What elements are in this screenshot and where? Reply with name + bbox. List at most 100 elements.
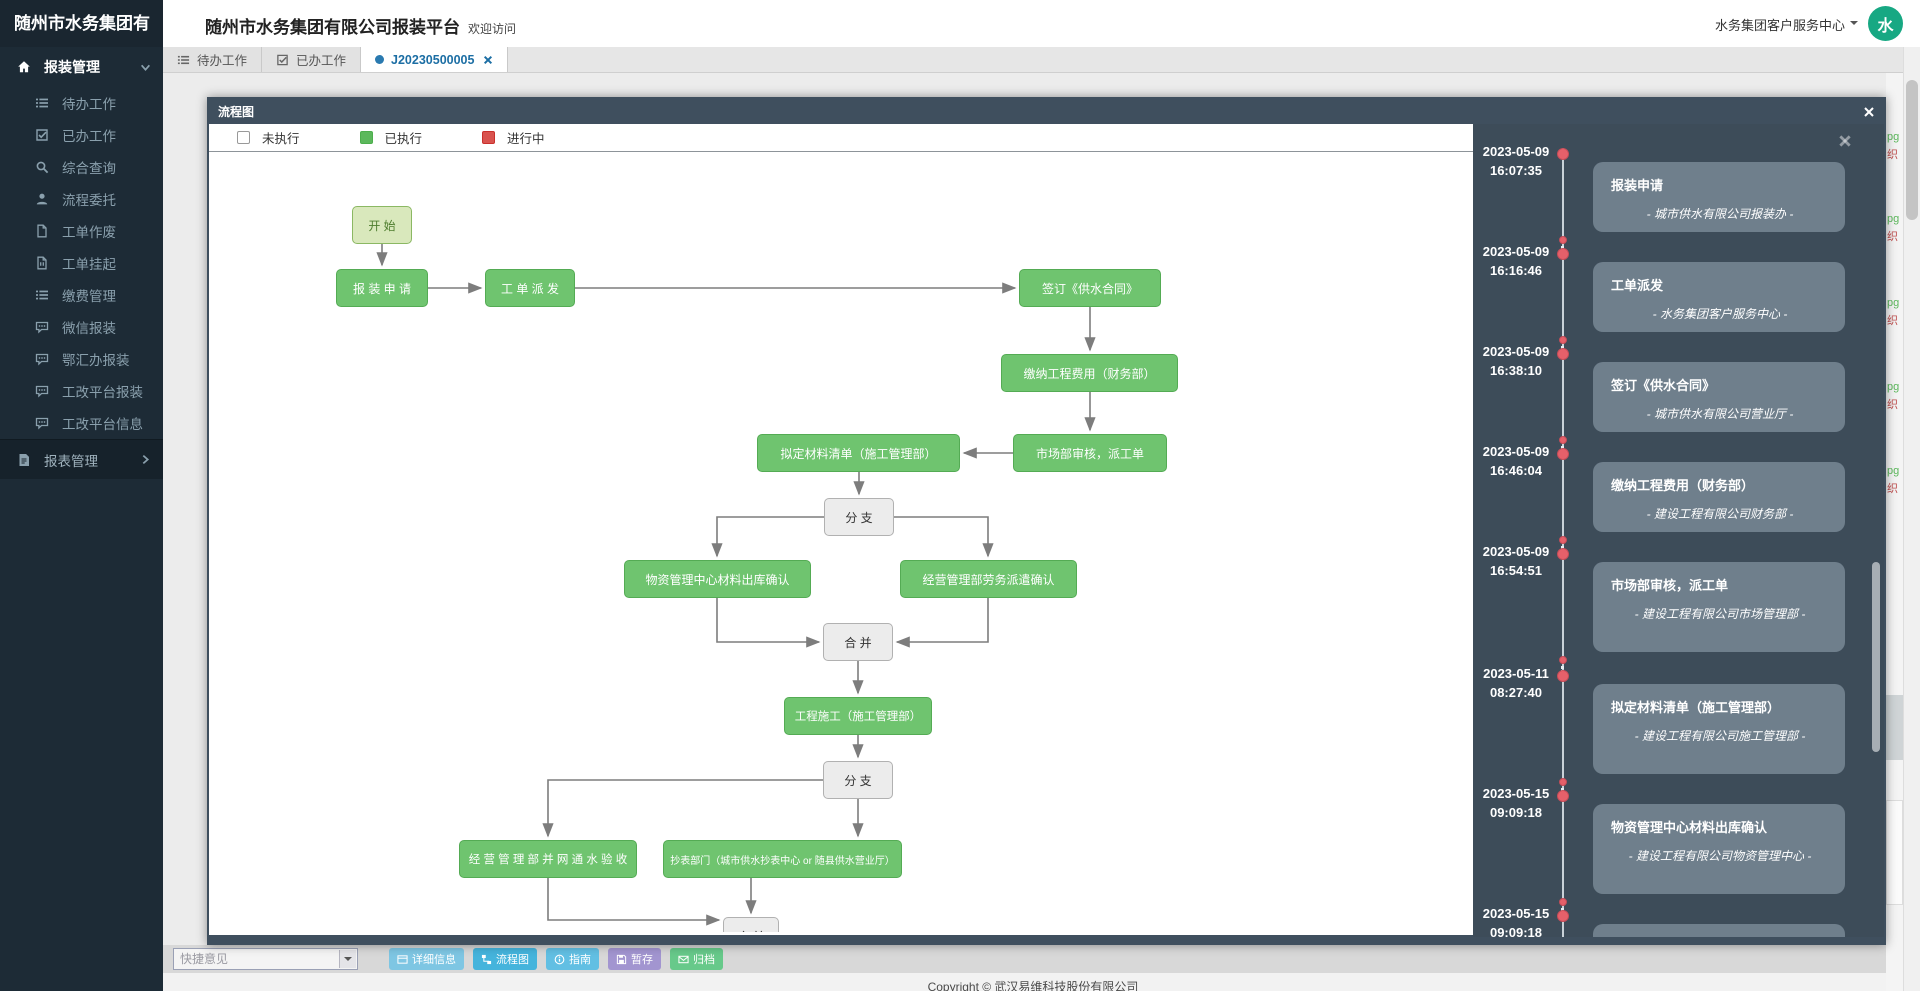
timeline-card: 经营管理部劳务派遣确认 — [1593, 924, 1845, 937]
timeline-minidot-icon — [1559, 236, 1567, 244]
sidebar-item-payment-management[interactable]: 缴费管理 — [0, 279, 163, 311]
welcome-text: 欢迎访问 — [468, 22, 517, 36]
timeline-date: 2023-05-09 — [1482, 244, 1550, 259]
timeline-minidot-icon — [1559, 336, 1567, 344]
timeline-card-title: 缴纳工程费用（财务部） — [1611, 478, 1755, 493]
sidebar-item-label: 待办工作 — [62, 97, 116, 112]
background-text-fragment: pg — [1887, 381, 1900, 393]
modal-title: 流程图 — [218, 105, 255, 119]
timeline-dot-icon — [1557, 448, 1569, 460]
timeline-card-dept: - 建设工程有限公司施工管理部 - — [1634, 729, 1806, 743]
timeline-date: 2023-05-09 — [1482, 344, 1550, 359]
sidebar-item-todo-work[interactable]: 待办工作 — [0, 87, 163, 119]
close-icon[interactable] — [1863, 106, 1875, 118]
sidebar-item-label: 已办工作 — [62, 129, 116, 144]
timeline-time: 09:09:18 — [1489, 925, 1543, 937]
flow-edge — [542, 779, 823, 838]
detail-info-button[interactable]: 详细信息 — [389, 948, 464, 970]
flow-node-install-apply: 报 装 申 请 — [336, 269, 428, 307]
sidebar-item-process-delegation[interactable]: 流程委托 — [0, 183, 163, 215]
vertical-scrollbar[interactable] — [1903, 47, 1920, 991]
timeline-card-title: 市场部审核，派工单 — [1611, 578, 1729, 593]
flow-node-labor-dispatch: 经营管理部劳务派遣确认 — [900, 560, 1077, 598]
background-block — [1886, 800, 1903, 905]
legend-label: 已执行 — [384, 132, 423, 146]
scrollbar-thumb[interactable] — [1906, 80, 1918, 220]
sidebar-item-report-management[interactable]: 报表管理 — [0, 439, 163, 479]
quick-opinion-select[interactable]: 快捷意见 — [173, 948, 358, 970]
mail-icon — [678, 954, 689, 965]
app-title: 随州市水务集团有限公司报装平台 — [205, 18, 460, 37]
timeline-card-dept: - 水务集团客户服务中心 - — [1652, 307, 1788, 321]
flow-node-market-review: 市场部审核，派工单 — [1013, 434, 1167, 472]
top-header: 随州市水务集团有限公司报装平台欢迎访问 水务集团客户服务中心 水 — [163, 0, 1920, 47]
avatar[interactable]: 水 — [1868, 6, 1903, 41]
timeline-card-dept: - 建设工程有限公司市场管理部 - — [1634, 607, 1806, 621]
comment-icon — [34, 383, 50, 399]
sidebar-item-label: 工改平台信息 — [62, 417, 143, 432]
copyright-footer: Copyright © 武汉易维科技股份有限公司 — [163, 973, 1903, 991]
timeline-card: 市场部审核，派工单 - 建设工程有限公司市场管理部 - — [1593, 562, 1845, 652]
tab-done-work[interactable]: 已办工作 — [262, 47, 362, 72]
modal-header: 流程图 — [209, 99, 1884, 124]
flow-diagram: 开 始报 装 申 请工 单 派 发签订《供水合同》缴纳工程费用（财务部）市场部审… — [209, 152, 1473, 932]
timeline-date: 2023-05-09 — [1482, 544, 1550, 559]
sidebar-item-wechat-install[interactable]: 微信报装 — [0, 311, 163, 343]
tab-order-j20230500005[interactable]: J20230500005 — [361, 47, 509, 72]
timeline-date: 2023-05-15 — [1482, 786, 1550, 801]
sidebar-item-done-work[interactable]: 已办工作 — [0, 119, 163, 151]
sidebar-item-label: 流程委托 — [62, 193, 116, 208]
timeline-card-dept: - 城市供水有限公司报装办 - — [1646, 207, 1794, 221]
chevron-down-icon — [1850, 21, 1858, 29]
sidebar-item-label: 缴费管理 — [62, 289, 116, 304]
timeline-card-title: 工单派发 — [1611, 278, 1664, 293]
sidebar-item-reform-platform-install[interactable]: 工改平台报装 — [0, 375, 163, 407]
active-dot-icon — [375, 55, 385, 64]
timeline-scrollbar-thumb[interactable] — [1872, 562, 1880, 752]
legend-label: 进行中 — [507, 132, 545, 146]
tab-label: 待办工作 — [197, 54, 248, 68]
sidebar-group-install-management[interactable]: 报装管理 — [0, 47, 163, 87]
sidebar-item-order-void[interactable]: 工单作废 — [0, 215, 163, 247]
timeline-time: 09:09:18 — [1489, 805, 1543, 820]
button-label: 暂存 — [631, 954, 653, 966]
brand-title: 随州市水务集团有 — [0, 0, 163, 47]
timeline-minidot-icon — [1559, 898, 1567, 906]
save-icon — [616, 954, 627, 965]
flow-node-merge-2: 合 并 — [723, 917, 779, 932]
guide-button[interactable]: 指南 — [546, 948, 599, 970]
flow-chart-button[interactable]: 流程图 — [473, 948, 537, 970]
timeline-time: 16:07:35 — [1489, 163, 1543, 178]
tab-close-icon[interactable] — [483, 55, 493, 65]
sidebar-item-comprehensive-query[interactable]: 综合查询 — [0, 151, 163, 183]
timeline-date: 2023-05-11 — [1483, 666, 1549, 681]
doc-icon — [16, 452, 32, 468]
background-text-fragment: pg — [1887, 297, 1900, 309]
timeline-time: 16:46:04 — [1489, 463, 1543, 478]
quick-opinion-placeholder: 快捷意见 — [180, 952, 229, 966]
sidebar-item-reform-platform-info[interactable]: 工改平台信息 — [0, 407, 163, 439]
flow-node-water-acceptance: 经 营 管 理 部 并 网 通 水 验 收 — [459, 840, 637, 878]
sidebar-item-order-suspend[interactable]: 工单挂起 — [0, 247, 163, 279]
card-icon — [397, 954, 408, 965]
background-text-fragment: 织 — [1887, 399, 1898, 411]
flow-node-branch-2: 分 支 — [823, 761, 893, 799]
list-icon — [177, 53, 190, 66]
flow-node-material-list: 拟定材料清单（施工管理部） — [757, 434, 960, 472]
user-menu[interactable]: 水务集团客户服务中心 — [1715, 15, 1858, 34]
sidebar-item-label: 报表管理 — [44, 453, 98, 469]
tab-todo-work[interactable]: 待办工作 — [163, 47, 263, 72]
timeline-card-dept: - 建设工程有限公司物资管理中心 - — [1628, 849, 1812, 863]
timeline-dot-icon — [1557, 248, 1569, 260]
flow-node-material-outbound: 物资管理中心材料出库确认 — [624, 560, 811, 598]
timeline-card-title: 报装申请 — [1611, 178, 1664, 193]
sidebar-item-ehuiban-install[interactable]: 鄂汇办报装 — [0, 343, 163, 375]
legend-in-progress: 进行中 — [482, 128, 545, 147]
background-text-fragment: pg — [1887, 131, 1900, 143]
timeline-close-icon[interactable] — [1838, 134, 1852, 153]
archive-button[interactable]: 归档 — [670, 948, 723, 970]
save-draft-button[interactable]: 暂存 — [608, 948, 661, 970]
sidebar-item-label: 工单作废 — [62, 225, 116, 240]
